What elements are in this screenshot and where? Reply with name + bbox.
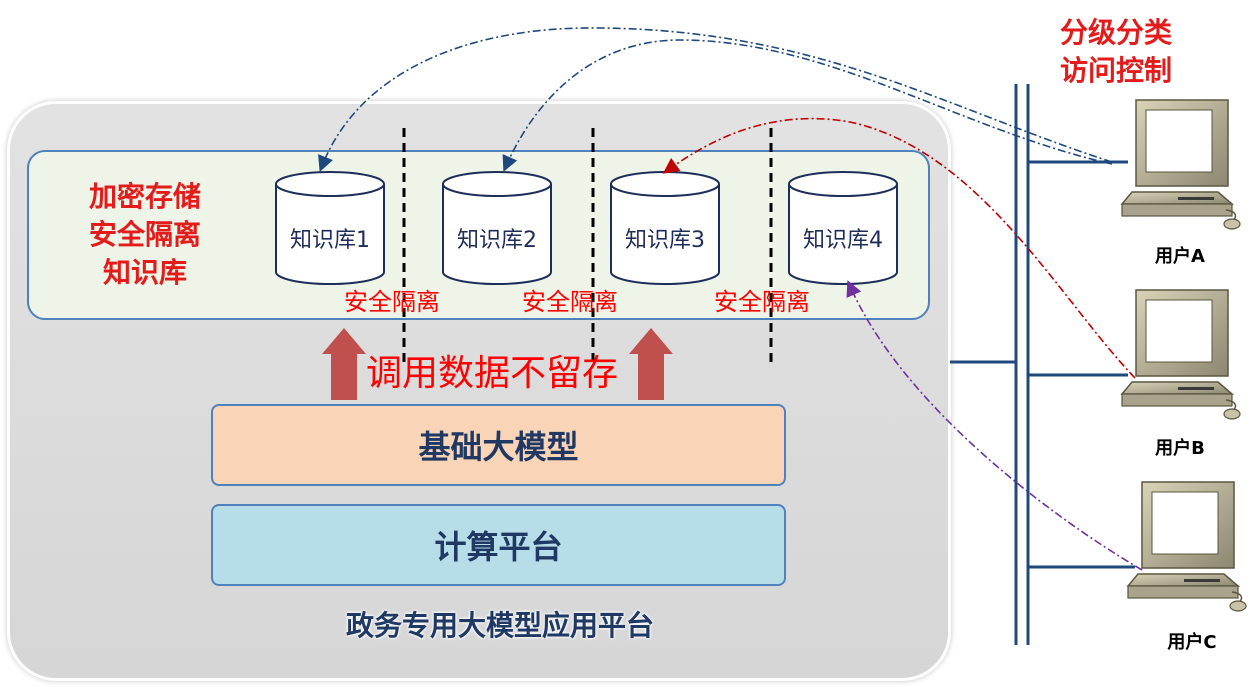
kb-panel-title: 加密存储 安全隔离 知识库 xyxy=(60,178,230,292)
kb-label-4: 知识库4 xyxy=(803,228,883,253)
user-a-link-kb2 xyxy=(502,39,1113,172)
isolation-label-3: 安全隔离 xyxy=(714,288,810,316)
network-backbone xyxy=(950,84,1135,645)
desktop-computer-icon xyxy=(1120,99,1241,230)
isolation-label-2: 安全隔离 xyxy=(522,288,618,316)
kb-label-2: 知识库2 xyxy=(457,228,537,253)
call-data-label: 调用数据不留存 xyxy=(366,353,619,394)
user-a-label: 用户A xyxy=(1155,246,1205,267)
user-b-link-kb3 xyxy=(662,117,1136,379)
platform-name: 政务专用大模型应用平台 xyxy=(345,609,654,642)
access-control-title: 分级分类 访问控制 xyxy=(1036,14,1196,90)
arrow-up-left xyxy=(322,328,366,400)
kb-label-1: 知识库1 xyxy=(290,228,370,253)
desktop-computer-icon xyxy=(1120,289,1241,420)
kb-cylinder-1 xyxy=(275,171,385,285)
user-a-link-kb1 xyxy=(318,27,1113,172)
access-title-line-1: 分级分类 xyxy=(1059,16,1172,49)
foundation-model-layer: 基础大模型 xyxy=(211,404,786,486)
kb-cylinder-3 xyxy=(610,171,720,285)
arrow-up-right xyxy=(629,328,673,400)
user-b-label: 用户B xyxy=(1155,438,1205,459)
kb-title-line-1: 加密存储 xyxy=(88,180,201,213)
kb-cylinder-2 xyxy=(442,171,552,285)
user-c-link-kb4 xyxy=(846,280,1143,571)
compute-platform-layer: 计算平台 xyxy=(211,504,786,586)
kb-cylinder-4 xyxy=(788,171,898,285)
isolation-label-1: 安全隔离 xyxy=(344,288,440,316)
kb-label-3: 知识库3 xyxy=(625,228,705,253)
user-c-label: 用户C xyxy=(1167,632,1217,653)
desktop-computer-icon xyxy=(1126,481,1247,612)
kb-title-line-3: 知识库 xyxy=(102,256,187,289)
access-title-line-2: 访问控制 xyxy=(1059,54,1172,87)
kb-title-line-2: 安全隔离 xyxy=(88,218,201,251)
